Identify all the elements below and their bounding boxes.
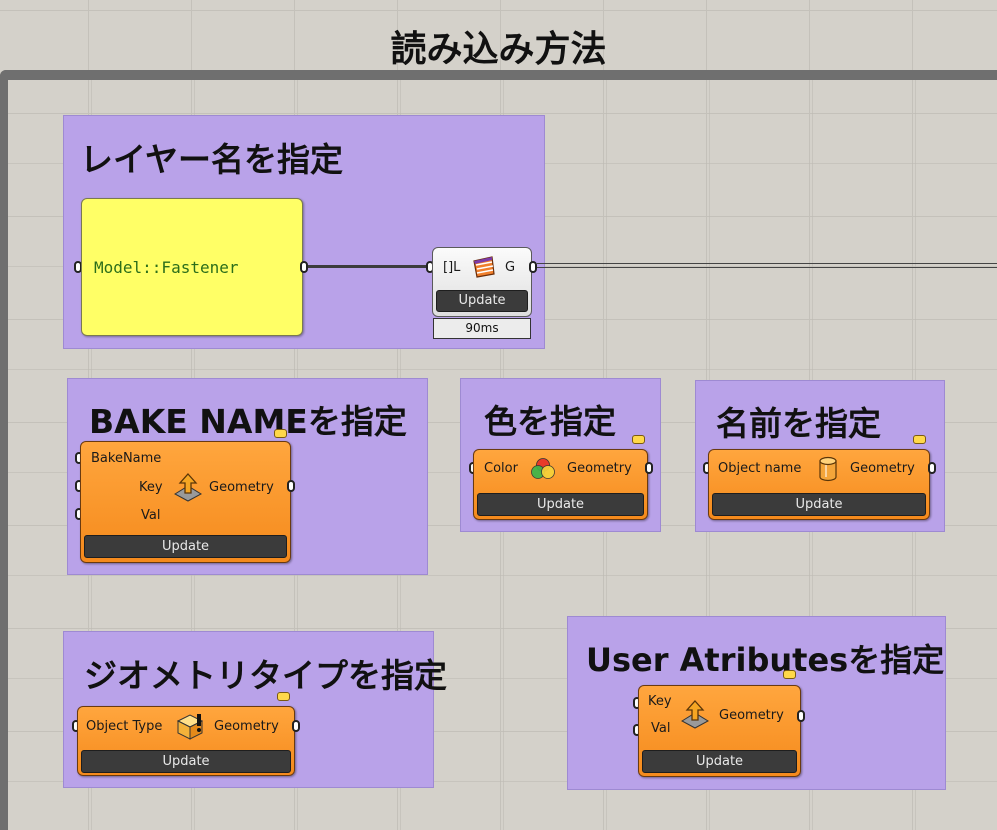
name-update-button[interactable]: Update xyxy=(712,493,926,516)
profiler-timer: 90ms xyxy=(433,318,531,339)
color-output-label: Geometry xyxy=(567,461,632,476)
group-object-name-title: 名前を指定 xyxy=(716,404,881,443)
type-input-label: Object Type xyxy=(86,719,163,734)
bake-input-label-bakename: BakeName xyxy=(91,451,162,466)
bake-preview-balloon xyxy=(274,429,287,438)
bake-input-label-key: Key xyxy=(139,480,163,495)
type-output-label: Geometry xyxy=(214,719,279,734)
layer-comp-output-port[interactable] xyxy=(529,261,537,273)
box-icon xyxy=(176,714,204,740)
name-input-label: Object name xyxy=(718,461,802,476)
bake-name-component[interactable]: BakeName Key Val Geometry Update xyxy=(80,441,291,563)
text-panel[interactable]: Model::Fastener xyxy=(81,198,303,336)
cylinder-icon xyxy=(819,456,837,482)
panel-output-port[interactable] xyxy=(300,261,308,273)
user-attributes-component[interactable]: Key Val Geometry Update xyxy=(638,685,801,777)
user-preview-balloon xyxy=(783,670,796,679)
bake-comp-output-port[interactable] xyxy=(287,480,295,492)
main-title: 読み込み方法 xyxy=(390,29,607,70)
user-update-button[interactable]: Update xyxy=(642,750,797,773)
layer-update-button[interactable]: Update xyxy=(436,290,528,312)
object-type-component[interactable]: Object Type Geometry Update xyxy=(77,706,295,776)
user-input-label-val: Val xyxy=(651,721,671,736)
bake-up-arrow-icon xyxy=(173,473,203,502)
bake-up-arrow-icon xyxy=(680,700,710,729)
layer-table-icon xyxy=(473,256,495,278)
name-comp-output-port[interactable] xyxy=(928,462,936,474)
name-preview-balloon xyxy=(913,435,926,444)
color-update-button[interactable]: Update xyxy=(477,493,644,516)
text-panel-value: Model::Fastener xyxy=(94,257,239,277)
name-output-label: Geometry xyxy=(850,461,915,476)
wire-panel-to-layer xyxy=(308,265,430,268)
bake-update-button[interactable]: Update xyxy=(84,535,287,558)
wire-geometry-output xyxy=(537,263,997,268)
color-comp-output-port[interactable] xyxy=(645,462,653,474)
type-preview-balloon xyxy=(277,692,290,701)
object-name-component[interactable]: Object name Geometry Update xyxy=(708,449,930,520)
bake-input-label-val: Val xyxy=(141,508,161,523)
bake-output-label: Geometry xyxy=(209,480,274,495)
group-layer-title: レイヤー名を指定 xyxy=(80,140,344,179)
color-component[interactable]: Color Geometry Update xyxy=(473,449,648,520)
type-comp-output-port[interactable] xyxy=(292,720,300,732)
user-comp-output-port[interactable] xyxy=(797,710,805,722)
group-color-title: 色を指定 xyxy=(484,402,616,441)
layer-comp-input-label: []L xyxy=(443,260,461,275)
color-wheel-icon xyxy=(531,458,555,479)
type-update-button[interactable]: Update xyxy=(81,750,291,773)
group-geometry-type-title: ジオメトリタイプを指定 xyxy=(84,656,447,695)
user-input-label-key: Key xyxy=(648,694,672,709)
color-input-label: Color xyxy=(484,461,518,476)
layer-component[interactable]: []L G Update xyxy=(432,247,532,317)
color-preview-balloon xyxy=(632,435,645,444)
group-user-attributes-title: User Atributesを指定 xyxy=(586,641,945,679)
user-output-label: Geometry xyxy=(719,708,784,723)
layer-comp-output-label: G xyxy=(505,260,516,275)
group-bake-name-title: BAKE NAMEを指定 xyxy=(89,402,407,441)
